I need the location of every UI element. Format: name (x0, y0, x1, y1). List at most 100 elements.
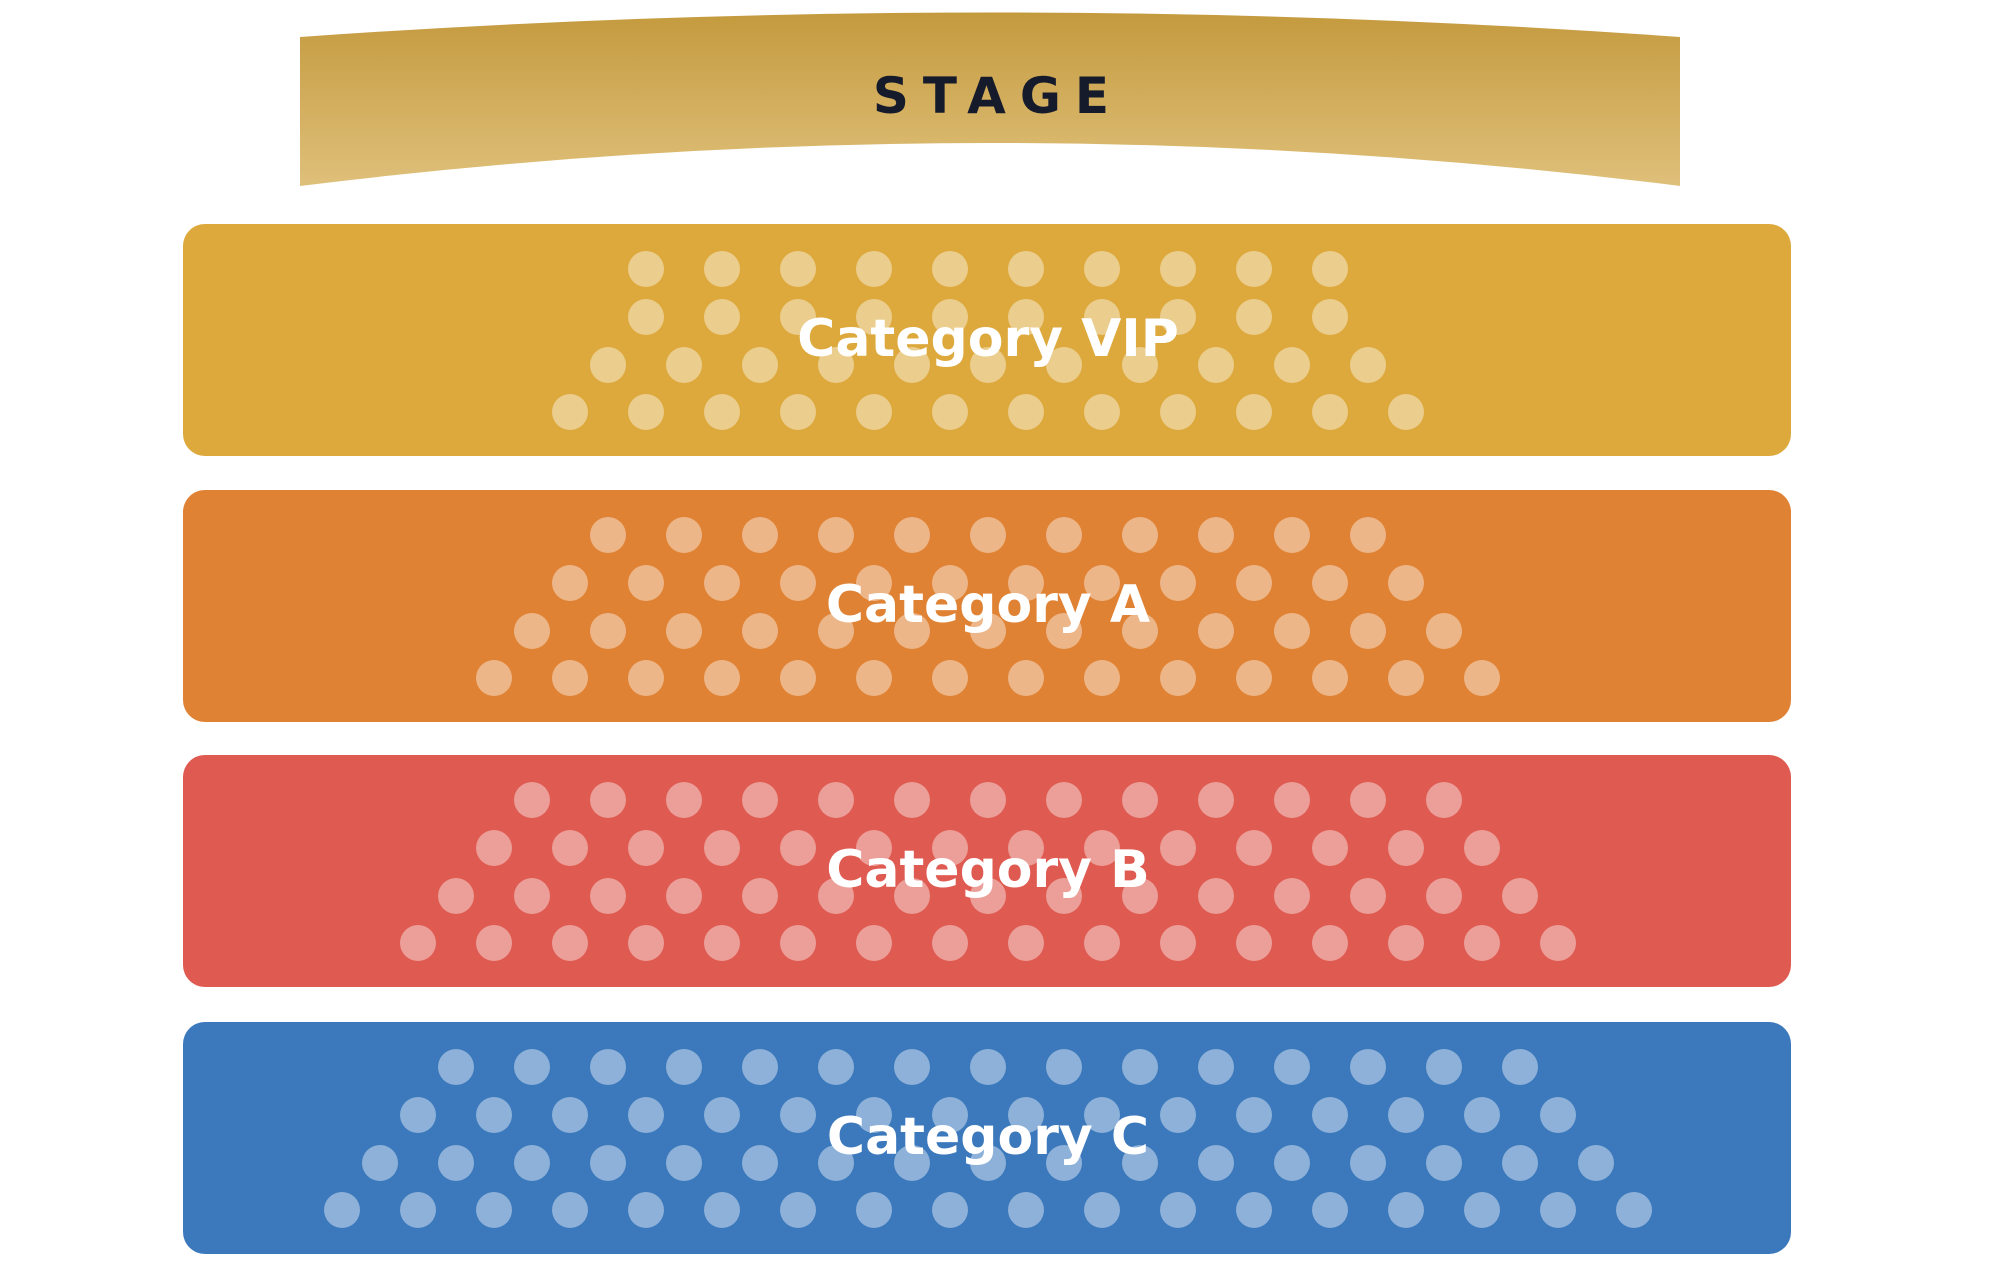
seat[interactable] (780, 1192, 816, 1228)
seat[interactable] (1198, 782, 1234, 818)
seat[interactable] (1084, 394, 1120, 430)
seat[interactable] (552, 1097, 588, 1133)
seat[interactable] (400, 1097, 436, 1133)
seat[interactable] (704, 1192, 740, 1228)
seat[interactable] (1198, 1049, 1234, 1085)
seat[interactable] (1008, 299, 1044, 335)
seat[interactable] (894, 1049, 930, 1085)
seat[interactable] (856, 394, 892, 430)
seat[interactable] (704, 660, 740, 696)
seat[interactable] (856, 251, 892, 287)
seat[interactable] (514, 1049, 550, 1085)
seat[interactable] (1236, 565, 1272, 601)
seat[interactable] (1388, 925, 1424, 961)
seat[interactable] (1540, 925, 1576, 961)
seat[interactable] (590, 1145, 626, 1181)
seat[interactable] (780, 660, 816, 696)
seat[interactable] (1122, 782, 1158, 818)
seat[interactable] (1046, 517, 1082, 553)
seat[interactable] (704, 565, 740, 601)
seat[interactable] (932, 251, 968, 287)
seat[interactable] (1540, 1192, 1576, 1228)
seat[interactable] (1198, 517, 1234, 553)
seat[interactable] (1008, 660, 1044, 696)
seat[interactable] (1160, 251, 1196, 287)
seat[interactable] (1426, 782, 1462, 818)
seat[interactable] (894, 613, 930, 649)
section-vip[interactable]: Category VIP (183, 224, 1791, 456)
seat[interactable] (1122, 1145, 1158, 1181)
seat[interactable] (666, 347, 702, 383)
seat[interactable] (818, 878, 854, 914)
seat[interactable] (742, 1049, 778, 1085)
seat[interactable] (1464, 1097, 1500, 1133)
seat[interactable] (1198, 1145, 1234, 1181)
seat[interactable] (780, 299, 816, 335)
seat[interactable] (932, 660, 968, 696)
seat[interactable] (628, 565, 664, 601)
seat[interactable] (818, 347, 854, 383)
seat[interactable] (1350, 347, 1386, 383)
seat[interactable] (1274, 878, 1310, 914)
seat[interactable] (1084, 830, 1120, 866)
seat[interactable] (590, 782, 626, 818)
seat[interactable] (476, 1097, 512, 1133)
seat[interactable] (894, 517, 930, 553)
seat[interactable] (1464, 1192, 1500, 1228)
seat[interactable] (590, 1049, 626, 1085)
seat[interactable] (1008, 1097, 1044, 1133)
seat[interactable] (438, 1145, 474, 1181)
seat[interactable] (1578, 1145, 1614, 1181)
seat[interactable] (1084, 251, 1120, 287)
seat[interactable] (514, 878, 550, 914)
seat[interactable] (1046, 782, 1082, 818)
seat[interactable] (1122, 347, 1158, 383)
seat[interactable] (666, 1049, 702, 1085)
seat[interactable] (590, 613, 626, 649)
seat[interactable] (1160, 299, 1196, 335)
seat[interactable] (362, 1145, 398, 1181)
seat[interactable] (1388, 1192, 1424, 1228)
seat[interactable] (552, 660, 588, 696)
seat[interactable] (1426, 1049, 1462, 1085)
seat[interactable] (1388, 660, 1424, 696)
seat[interactable] (1236, 1097, 1272, 1133)
seat[interactable] (1236, 394, 1272, 430)
seat[interactable] (704, 299, 740, 335)
seat[interactable] (1502, 878, 1538, 914)
seat[interactable] (742, 613, 778, 649)
seat[interactable] (1350, 1145, 1386, 1181)
seat[interactable] (818, 1049, 854, 1085)
seat[interactable] (1198, 347, 1234, 383)
seat[interactable] (780, 830, 816, 866)
seat[interactable] (932, 394, 968, 430)
seat[interactable] (780, 1097, 816, 1133)
seat[interactable] (476, 925, 512, 961)
seat[interactable] (1236, 251, 1272, 287)
seat[interactable] (590, 517, 626, 553)
seat[interactable] (1274, 1145, 1310, 1181)
seat[interactable] (970, 1049, 1006, 1085)
seat[interactable] (818, 1145, 854, 1181)
seat[interactable] (1350, 782, 1386, 818)
seat[interactable] (666, 1145, 702, 1181)
seat[interactable] (628, 251, 664, 287)
seat[interactable] (704, 251, 740, 287)
seat[interactable] (1312, 299, 1348, 335)
seat[interactable] (1122, 878, 1158, 914)
seat[interactable] (1312, 830, 1348, 866)
seat[interactable] (1236, 660, 1272, 696)
seat[interactable] (514, 1145, 550, 1181)
seat[interactable] (856, 1192, 892, 1228)
seat[interactable] (400, 1192, 436, 1228)
seat[interactable] (628, 925, 664, 961)
section-a[interactable]: Category A (183, 490, 1791, 722)
seat[interactable] (1388, 394, 1424, 430)
seat[interactable] (970, 782, 1006, 818)
seat[interactable] (400, 925, 436, 961)
seat[interactable] (1084, 565, 1120, 601)
seat[interactable] (1198, 878, 1234, 914)
seat[interactable] (514, 782, 550, 818)
seat[interactable] (476, 660, 512, 696)
seat[interactable] (1312, 660, 1348, 696)
